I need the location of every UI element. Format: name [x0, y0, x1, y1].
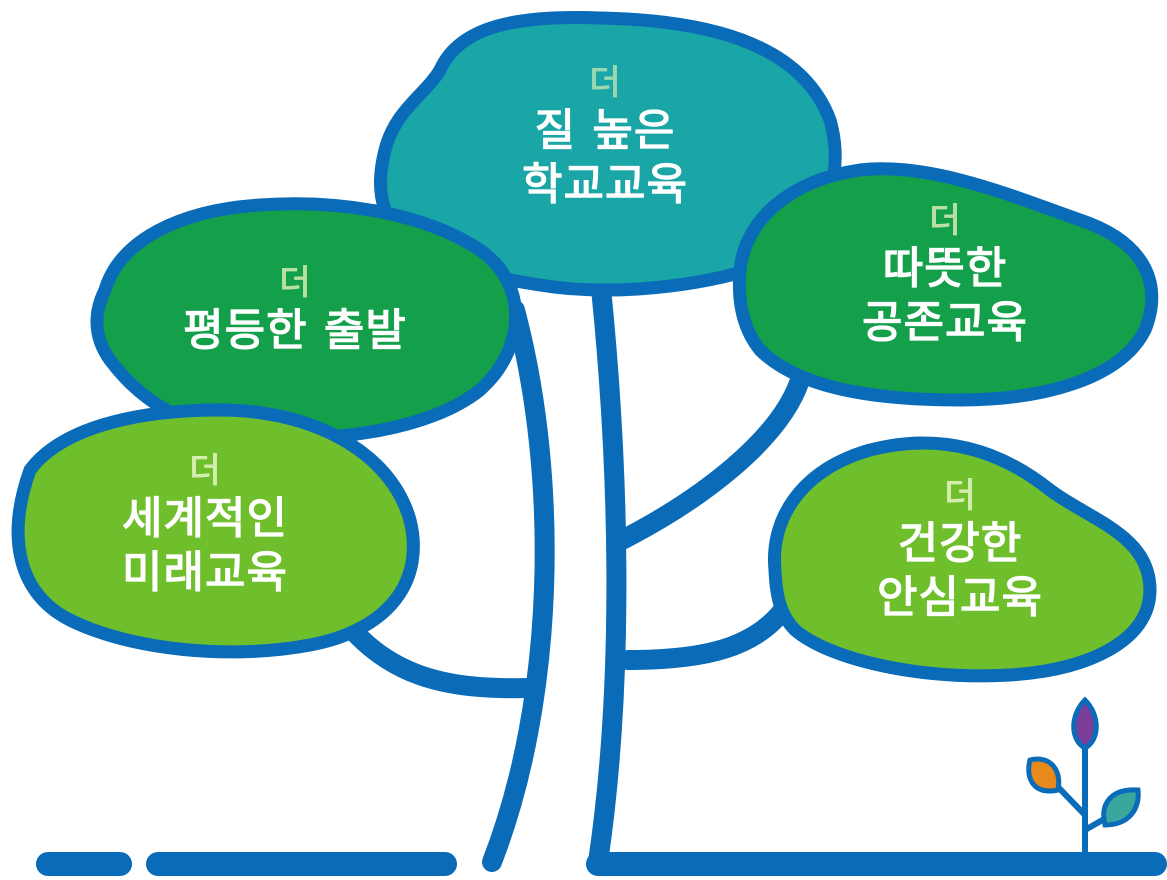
branch-lower-right [618, 590, 800, 670]
cloud-bottom-left [11, 403, 420, 659]
trunk-left [482, 300, 555, 872]
cloud-top-prefix: 더 [589, 63, 621, 103]
cloud-bottom-left-prefix: 더 [189, 451, 221, 491]
cloud-left-prefix: 더 [279, 263, 311, 303]
branch-upper-right [612, 370, 810, 550]
cloud-bottom-right-prefix: 더 [944, 476, 976, 516]
cloud-left-label: 더 평등한 출발 [150, 262, 440, 358]
cloud-top-line1: 질 높은 [534, 105, 676, 156]
cloud-bottom-left-line2: 미래교육 [122, 547, 288, 598]
cloud-left-line1: 평등한 출발 [183, 305, 407, 356]
cloud-bottom-left-line1: 세계적인 [122, 493, 288, 544]
trunk-right [588, 250, 627, 872]
cloud-left [90, 197, 523, 445]
sprout-icon [1026, 696, 1141, 855]
cloud-right-line2: 공존교육 [862, 297, 1028, 348]
cloud-bottom-right-label: 더 건강한 안심교육 [815, 475, 1105, 625]
cloud-bottom-right-line1: 건강한 [897, 518, 1023, 569]
cloud-top-line2: 학교교육 [522, 159, 688, 210]
cloud-bottom-left-label: 더 세계적인 미래교육 [60, 450, 350, 600]
cloud-top-label: 더 질 높은 학교교육 [460, 62, 750, 212]
cloud-right-prefix: 더 [929, 201, 961, 241]
cloud-bottom-right-line2: 안심교육 [877, 572, 1043, 623]
cloud-bottom-right [767, 436, 1157, 683]
cloud-right-label: 더 따뜻한 공존교육 [800, 200, 1090, 350]
cloud-right-line1: 따뜻한 [882, 243, 1008, 294]
cloud-right [732, 162, 1159, 407]
